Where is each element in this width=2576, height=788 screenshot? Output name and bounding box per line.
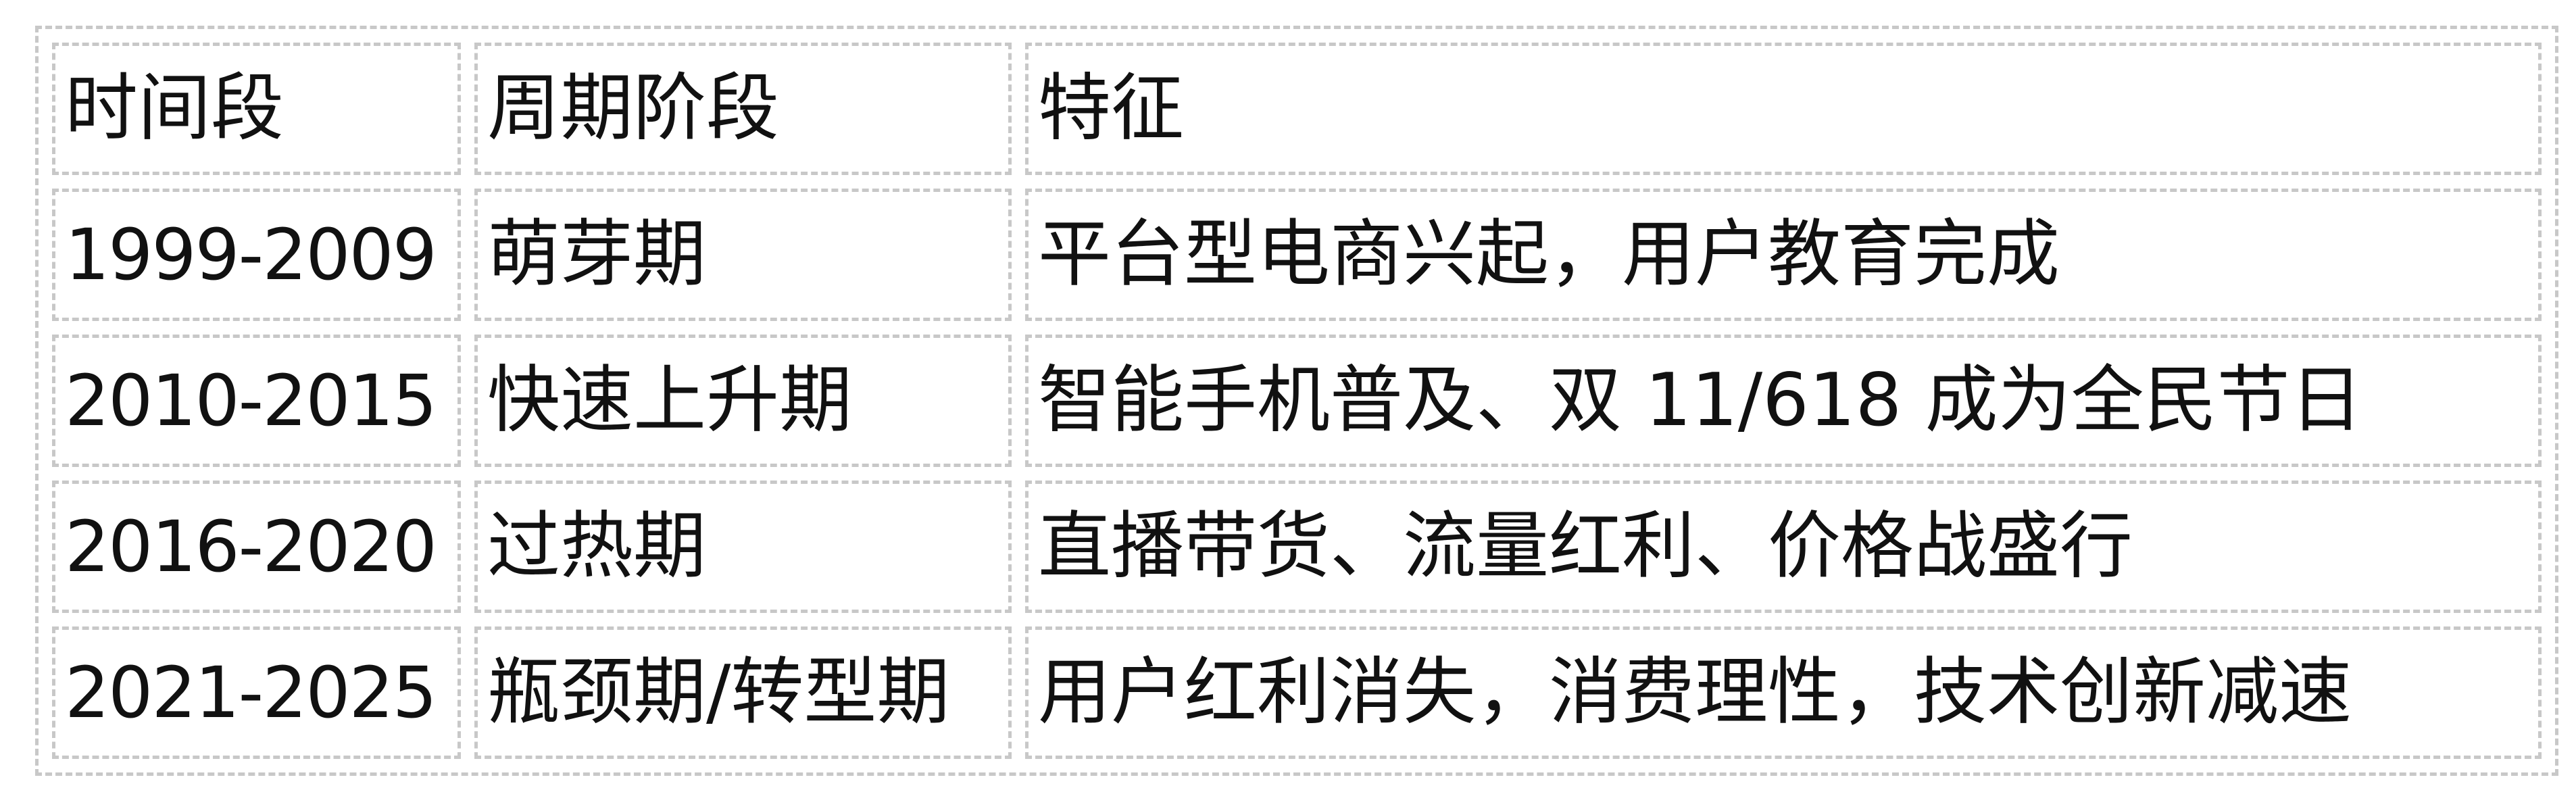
cell-stage: 快速上升期 [474,335,1012,467]
header-cell-period: 时间段 [52,43,461,175]
cell-stage: 瓶颈期/转型期 [474,626,1012,759]
cell-period: 2021-2025 [52,626,461,759]
cell-period: 1999-2009 [52,189,461,321]
table-header-row: 时间段 周期阶段 特征 [52,43,2542,175]
table-row: 1999-2009 萌芽期 平台型电商兴起，用户教育完成 [52,189,2542,321]
cell-stage: 过热期 [474,481,1012,613]
header-cell-stage: 周期阶段 [474,43,1012,175]
cell-feature: 用户红利消失，消费理性，技术创新减速 [1025,626,2542,759]
cell-period: 2016-2020 [52,481,461,613]
cell-period: 2010-2015 [52,335,461,467]
cell-feature: 智能手机普及、双 11/618 成为全民节日 [1025,335,2542,467]
cell-feature: 直播带货、流量红利、价格战盛行 [1025,481,2542,613]
table-row: 2021-2025 瓶颈期/转型期 用户红利消失，消费理性，技术创新减速 [52,626,2542,759]
header-cell-feature: 特征 [1025,43,2542,175]
table-row: 2010-2015 快速上升期 智能手机普及、双 11/618 成为全民节日 [52,335,2542,467]
cell-stage: 萌芽期 [474,189,1012,321]
cell-feature: 平台型电商兴起，用户教育完成 [1025,189,2542,321]
cycle-table: 时间段 周期阶段 特征 1999-2009 萌芽期 平台型电商兴起，用户教育完成… [35,26,2558,776]
table-row: 2016-2020 过热期 直播带货、流量红利、价格战盛行 [52,481,2542,613]
